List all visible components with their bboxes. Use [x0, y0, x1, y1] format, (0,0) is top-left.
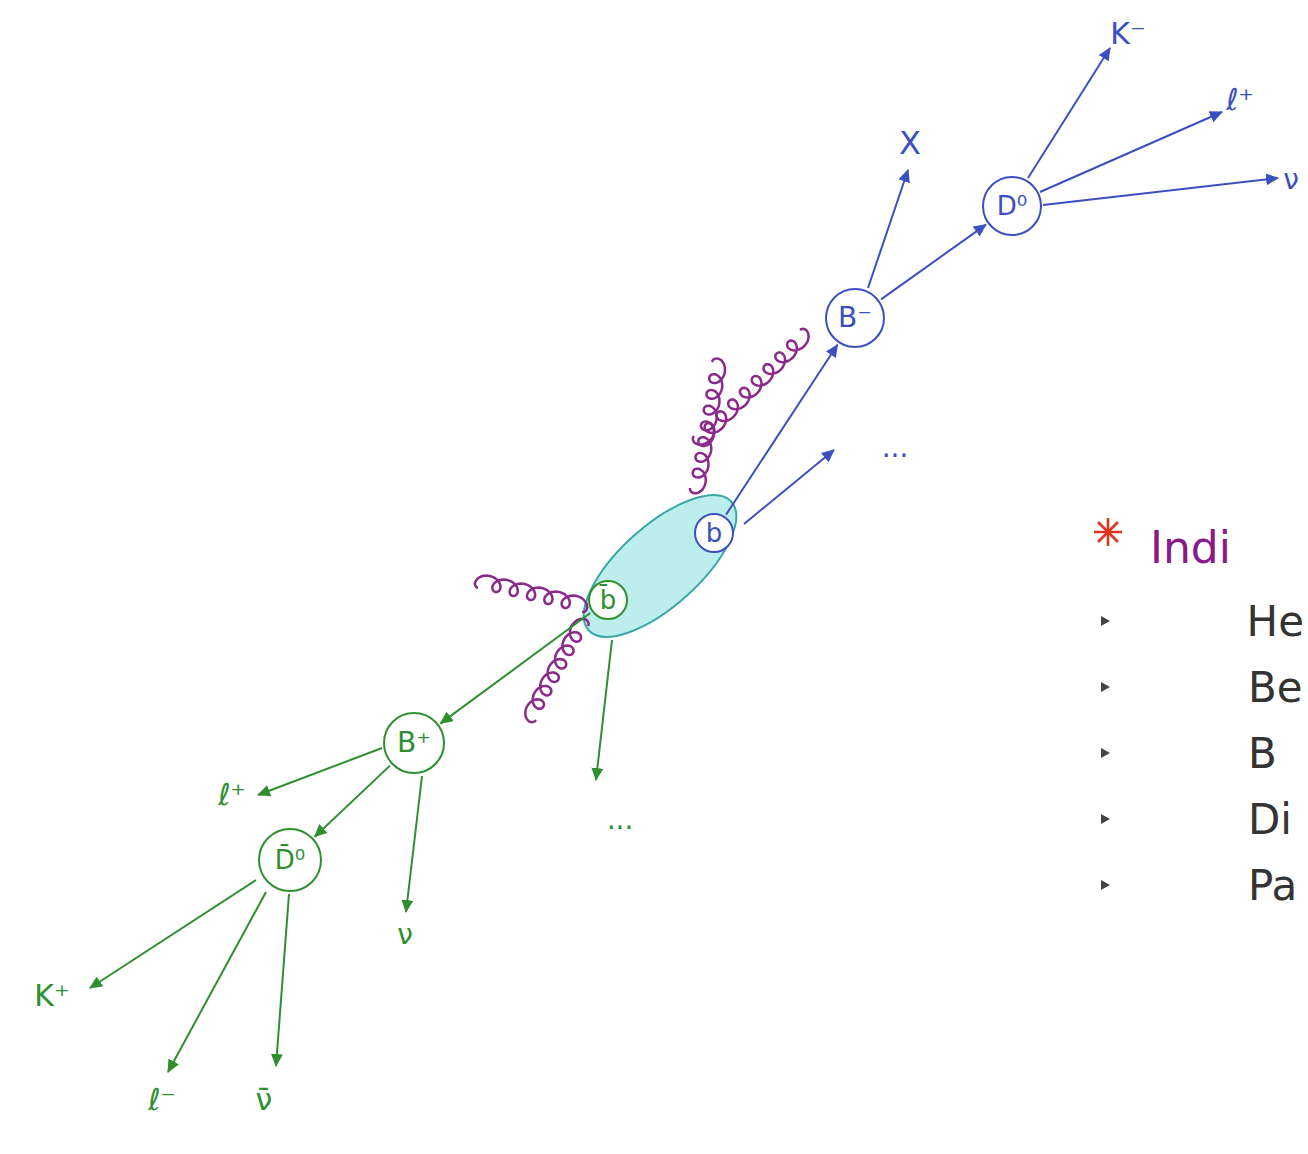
decay-product: K⁺ — [34, 981, 70, 1011]
decay-line — [596, 640, 612, 780]
list-bullets — [1101, 616, 1110, 890]
decay-line — [1040, 112, 1222, 192]
decay-product: ℓ⁻ — [148, 1085, 176, 1115]
particle-circle: B⁺ — [383, 712, 445, 774]
decay-line — [1043, 178, 1278, 205]
particle-symbol: b̄ — [600, 587, 617, 613]
slide-text: B — [1248, 733, 1277, 775]
particle-symbol: B⁺ — [397, 729, 431, 757]
decay-arrow — [315, 766, 390, 837]
slide-text: Di — [1248, 799, 1292, 841]
gluon-line — [690, 358, 725, 493]
decay-arrow — [881, 225, 986, 300]
decay-product: ... — [882, 434, 909, 462]
decay-line — [868, 170, 908, 288]
decay-arrow — [726, 345, 837, 515]
blue-decay-lines — [744, 48, 1278, 524]
decay-product: ℓ⁺ — [218, 780, 246, 810]
particle-circle: D̄⁰ — [258, 828, 322, 892]
particle-circle: b̄ — [588, 580, 628, 620]
gluon-line — [475, 576, 587, 613]
green-decay-lines — [90, 640, 612, 1072]
decay-line — [744, 450, 834, 524]
decay-product: ν — [1283, 166, 1299, 194]
slide-text: He — [1247, 601, 1304, 643]
decay-product: ... — [607, 806, 634, 834]
decay-line — [258, 748, 382, 795]
decay-product: ν — [397, 921, 413, 949]
slide-text: Indi — [1150, 526, 1231, 570]
slide-text: Be — [1248, 667, 1303, 709]
particle-symbol: b — [706, 520, 723, 546]
meson-pair-ellipse — [562, 472, 758, 660]
decay-product: K⁻ — [1110, 19, 1146, 49]
decay-line — [168, 892, 266, 1072]
decay-product: X — [899, 127, 921, 159]
gluon-line — [693, 329, 809, 445]
particle-circle: b — [694, 513, 734, 553]
decay-line — [276, 894, 289, 1066]
decay-arrow — [441, 613, 591, 723]
slide-text: Pa — [1248, 865, 1297, 907]
decay-line — [90, 880, 256, 988]
gluon-lines — [475, 329, 809, 723]
decay-line — [1028, 48, 1110, 178]
particle-symbol: B⁻ — [838, 304, 872, 332]
decay-product: ν̄ — [256, 1085, 273, 1115]
particle-symbol: D̄⁰ — [275, 847, 305, 873]
decay-product: ℓ⁺ — [1226, 85, 1254, 115]
particle-symbol: D⁰ — [997, 193, 1027, 219]
particle-circle: D⁰ — [982, 176, 1042, 236]
star-bullet — [1094, 518, 1122, 546]
decay-line — [406, 776, 422, 912]
gluon-line — [525, 619, 588, 723]
particle-circle: B⁻ — [825, 288, 885, 348]
